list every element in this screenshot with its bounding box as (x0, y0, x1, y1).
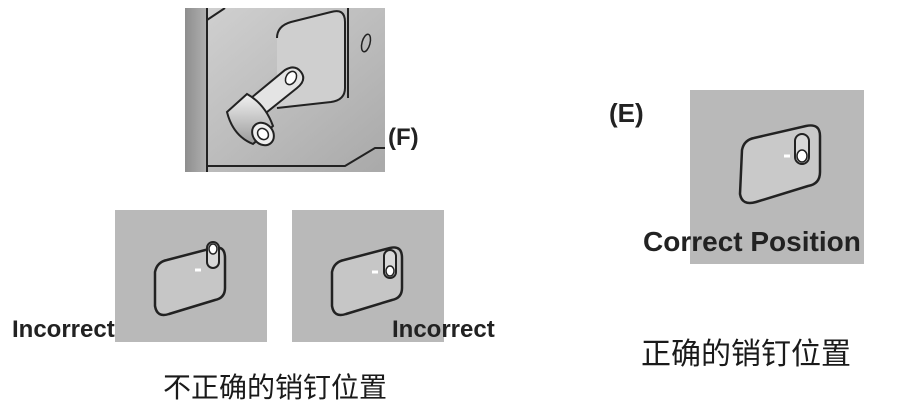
caption-incorrect-pin-position: 不正确的销钉位置 (163, 371, 388, 404)
panel-incorrect-left (115, 210, 267, 342)
slot-incorrect-right-illustration (330, 246, 404, 317)
label-correct-position: Correct Position (643, 226, 861, 257)
pin-bracket-illustration (185, 8, 385, 172)
caption-correct-pin-position: 正确的销钉位置 (641, 337, 851, 372)
slot-correct-illustration (738, 124, 822, 205)
label-e: (E) (609, 98, 644, 128)
panel-f-pin-bracket (185, 8, 385, 172)
slot-incorrect-left-illustration (153, 241, 227, 317)
panel-incorrect-right (292, 210, 444, 342)
label-incorrect-right: Incorrect (392, 316, 495, 343)
label-f: (F) (388, 124, 419, 151)
panel-e-correct (690, 90, 864, 264)
label-incorrect-left: Incorrect (12, 316, 115, 343)
